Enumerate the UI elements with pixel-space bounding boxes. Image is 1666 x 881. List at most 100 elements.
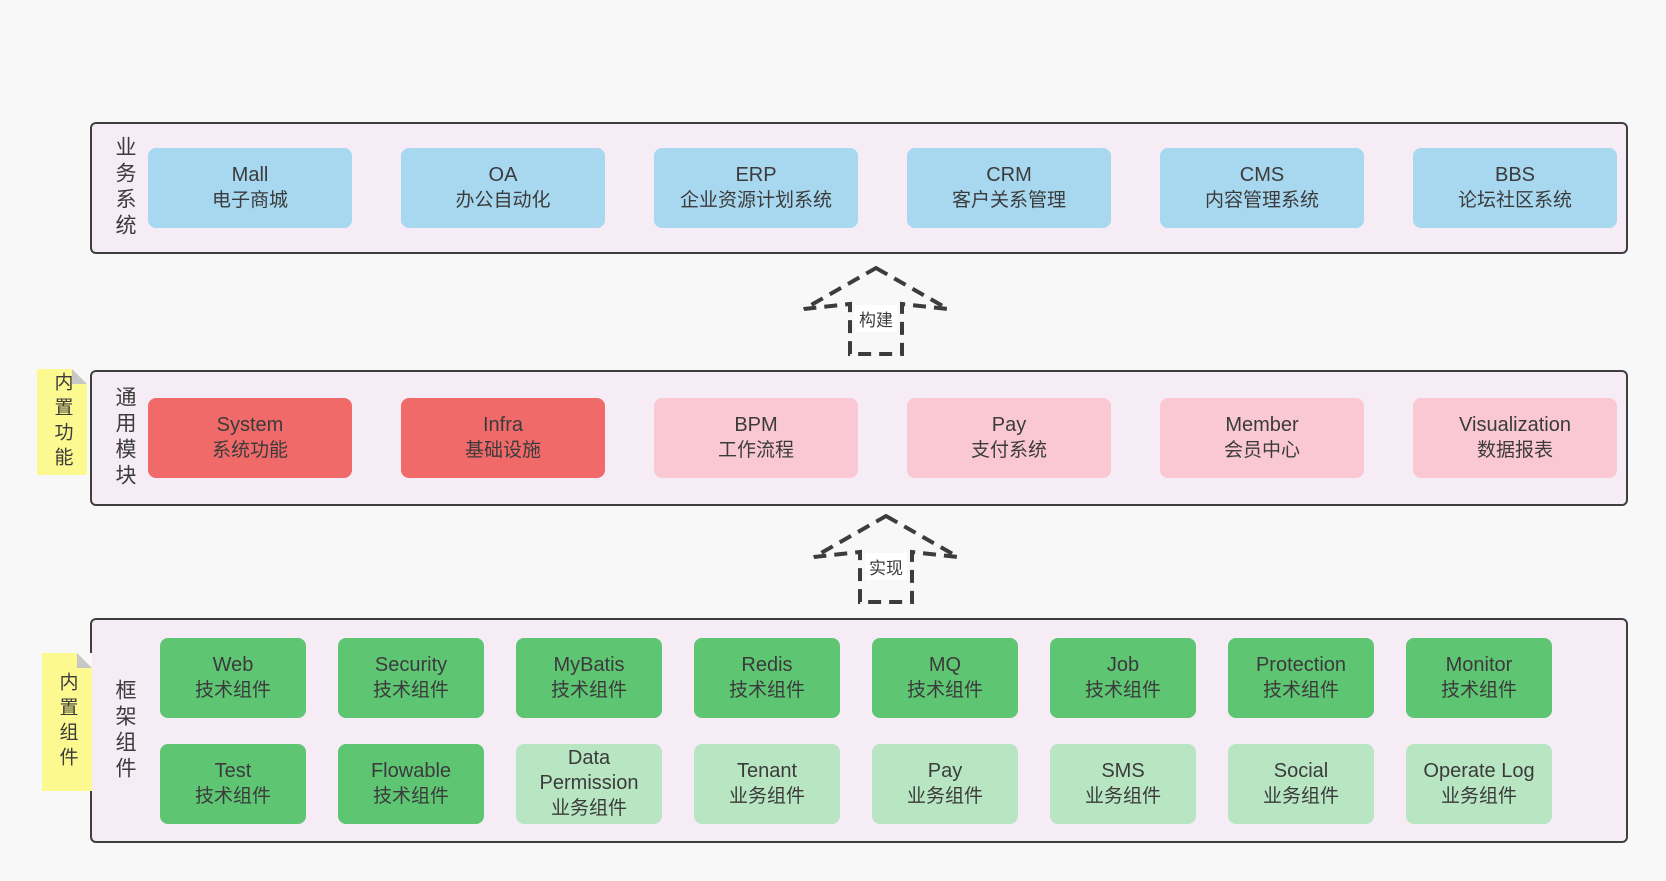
node-oa: OA 办公自动化 [401, 148, 605, 228]
node-monitor: Monitor 技术组件 [1406, 637, 1552, 718]
arrow-build-label: 构建 [855, 305, 897, 332]
node-crm: CRM 客户关系管理 [907, 148, 1111, 228]
node-subtitle: 技术组件 [372, 679, 449, 701]
node-subtitle: 技术组件 [728, 679, 805, 701]
node-subtitle: 技术组件 [906, 679, 983, 701]
band-common-modules-items: System 系统功能 Infra 基础设施 BPM 工作流程 Pay 支付系统… [146, 372, 1626, 504]
framework-row-1: Web 技术组件 Security 技术组件 MyBatis 技术组件 Redi… [160, 637, 1626, 718]
node-bbs: BBS 论坛社区系统 [1413, 148, 1617, 228]
node-title: Social [1273, 759, 1329, 782]
node-title: Job [1106, 653, 1140, 676]
node-cms: CMS 内容管理系统 [1160, 148, 1364, 228]
node-title: Infra [482, 414, 524, 436]
node-subtitle: 内容管理系统 [1204, 190, 1319, 211]
band-business-systems-label: 业务系统 [113, 136, 136, 240]
node-subtitle: 基础设施 [464, 440, 541, 461]
node-subtitle: 业务组件 [1440, 785, 1517, 807]
node-subtitle: 技术组件 [550, 679, 627, 701]
node-tenant: Tenant 业务组件 [694, 743, 840, 824]
node-title: MyBatis [553, 653, 625, 676]
node-title: BBS [1494, 164, 1536, 186]
folded-corner-icon [77, 653, 92, 668]
node-subtitle: 技术组件 [1262, 679, 1339, 701]
node-title: BPM [734, 414, 778, 436]
node-data-permission: Data Permission 业务组件 [516, 743, 662, 824]
band-framework-components-items: Web 技术组件 Security 技术组件 MyBatis 技术组件 Redi… [146, 620, 1626, 841]
node-security: Security 技术组件 [338, 637, 484, 718]
node-title: Operate Log [1423, 759, 1535, 782]
node-member: Member 会员中心 [1160, 398, 1364, 478]
node-title: Member [1225, 414, 1299, 436]
sticky-label: 内置组件 [56, 672, 78, 772]
node-subtitle: 会员中心 [1223, 440, 1300, 461]
node-subtitle: 电子商城 [211, 190, 288, 211]
node-mq: MQ 技术组件 [872, 637, 1018, 718]
node-title: Flowable [370, 759, 452, 782]
sticky-note-built-in-features: 内置功能 [37, 369, 87, 475]
sticky-note-built-in-components: 内置组件 [42, 653, 92, 791]
node-title: Redis [741, 653, 793, 676]
node-subtitle: 业务组件 [906, 785, 983, 807]
node-title: Pay [927, 759, 963, 782]
band-common-modules: 通用模块 System 系统功能 Infra 基础设施 BPM 工作流程 Pay… [90, 370, 1628, 506]
node-title: Web [212, 653, 254, 676]
node-subtitle: 技术组件 [372, 785, 449, 807]
node-subtitle: 业务组件 [1262, 785, 1339, 807]
band-framework-components: 框架组件 Web 技术组件 Security 技术组件 MyBatis 技术组件… [90, 618, 1628, 843]
node-test: Test 技术组件 [160, 743, 306, 824]
up-arrow-dashed-icon [813, 513, 959, 604]
node-title: System [216, 414, 284, 436]
band-business-systems: 业务系统 Mall 电子商城 OA 办公自动化 ERP 企业资源计划系统 CRM… [90, 122, 1628, 254]
node-subtitle: 企业资源计划系统 [679, 190, 832, 211]
node-subtitle: 客户关系管理 [951, 190, 1066, 211]
node-redis: Redis 技术组件 [694, 637, 840, 718]
node-erp: ERP 企业资源计划系统 [654, 148, 858, 228]
node-pay-business: Pay 业务组件 [872, 743, 1018, 824]
node-title: OA [488, 164, 518, 186]
node-title: CMS [1239, 164, 1285, 186]
node-bpm: BPM 工作流程 [654, 398, 858, 478]
node-title: Monitor [1445, 653, 1513, 676]
node-subtitle: 技术组件 [194, 679, 271, 701]
node-mybatis: MyBatis 技术组件 [516, 637, 662, 718]
node-title: SMS [1101, 759, 1145, 782]
framework-row-2: Test 技术组件 Flowable 技术组件 Data Permission … [160, 743, 1626, 824]
node-system: System 系统功能 [148, 398, 352, 478]
node-title: CRM [986, 164, 1032, 186]
node-web: Web 技术组件 [160, 637, 306, 718]
node-social: Social 业务组件 [1228, 743, 1374, 824]
node-title: Data Permission [539, 747, 639, 794]
node-flowable: Flowable 技术组件 [338, 743, 484, 824]
band-common-modules-label: 通用模块 [113, 386, 136, 490]
node-title: MQ [928, 653, 962, 676]
arrow-build: 构建 [801, 265, 951, 357]
node-subtitle: 系统功能 [211, 440, 288, 461]
node-infra: Infra 基础设施 [401, 398, 605, 478]
node-protection: Protection 技术组件 [1228, 637, 1374, 718]
arrow-implement-label: 实现 [865, 553, 907, 580]
node-subtitle: 技术组件 [194, 785, 271, 807]
node-subtitle: 业务组件 [1084, 785, 1161, 807]
node-title: Pay [991, 414, 1027, 436]
node-subtitle: 论坛社区系统 [1457, 190, 1572, 211]
up-arrow-dashed-icon [803, 265, 949, 356]
band-business-systems-items: Mall 电子商城 OA 办公自动化 ERP 企业资源计划系统 CRM 客户关系… [146, 124, 1626, 252]
node-title: Tenant [736, 759, 798, 782]
node-title: Test [214, 759, 252, 782]
node-subtitle: 支付系统 [970, 440, 1047, 461]
band-framework-components-label: 框架组件 [113, 678, 136, 783]
node-title: Security [374, 653, 448, 676]
folded-corner-icon [72, 369, 87, 384]
node-subtitle: 办公自动化 [455, 190, 551, 211]
node-subtitle: 技术组件 [1084, 679, 1161, 701]
node-title: Mall [231, 164, 269, 186]
node-subtitle: 工作流程 [717, 440, 794, 461]
node-job: Job 技术组件 [1050, 637, 1196, 718]
node-visualization: Visualization 数据报表 [1413, 398, 1617, 478]
node-subtitle: 业务组件 [550, 798, 627, 819]
node-subtitle: 技术组件 [1440, 679, 1517, 701]
node-mall: Mall 电子商城 [148, 148, 352, 228]
node-title: ERP [735, 164, 777, 186]
node-title: Visualization [1459, 414, 1571, 436]
